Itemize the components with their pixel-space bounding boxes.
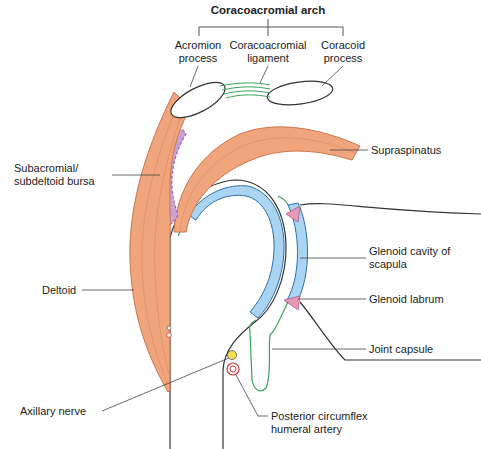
part-label: Glenoid labrum — [369, 293, 469, 306]
diagram-title: Coracoacromial arch — [168, 4, 368, 16]
supraspinatus-muscle — [174, 127, 360, 232]
glenoid-labrum — [286, 206, 300, 222]
glenoid-cavity — [286, 203, 308, 304]
circumflex-artery — [167, 333, 172, 338]
part-label: Joint capsule — [369, 343, 469, 356]
leader-line — [82, 66, 368, 416]
coracoacromial-ligament — [220, 83, 270, 98]
articular-cartilage — [188, 186, 284, 318]
part-label: Glenoid cavity of scapula — [369, 245, 469, 271]
arch-bracket — [199, 19, 343, 36]
part-label: Acromion process — [160, 39, 236, 65]
part-label: Coracoid process — [306, 39, 380, 65]
muscle-fibres — [142, 100, 184, 385]
circumflex-artery — [230, 366, 236, 372]
scapula-outline — [300, 204, 481, 214]
coracoid-bone — [266, 78, 334, 109]
part-label: Deltoid — [42, 284, 102, 297]
part-label: Supraspinatus — [371, 144, 471, 157]
part-label: Subacromial/ subdeltoid bursa — [14, 162, 110, 188]
deltoid-muscle — [130, 92, 190, 392]
glenoid-labrum — [284, 296, 300, 310]
joint-capsule — [278, 196, 288, 205]
part-label: Axillary nerve — [20, 405, 120, 418]
circumflex-artery — [227, 363, 239, 375]
joint-capsule — [249, 302, 288, 391]
acromion-bone — [166, 75, 230, 124]
axillary-nerve — [167, 326, 171, 330]
part-label: Coracoacromial ligament — [220, 39, 316, 65]
muscle-fibres — [180, 138, 356, 232]
part-label: Posterior circumflex humeral artery — [271, 410, 391, 436]
scapula-outline — [300, 302, 481, 360]
